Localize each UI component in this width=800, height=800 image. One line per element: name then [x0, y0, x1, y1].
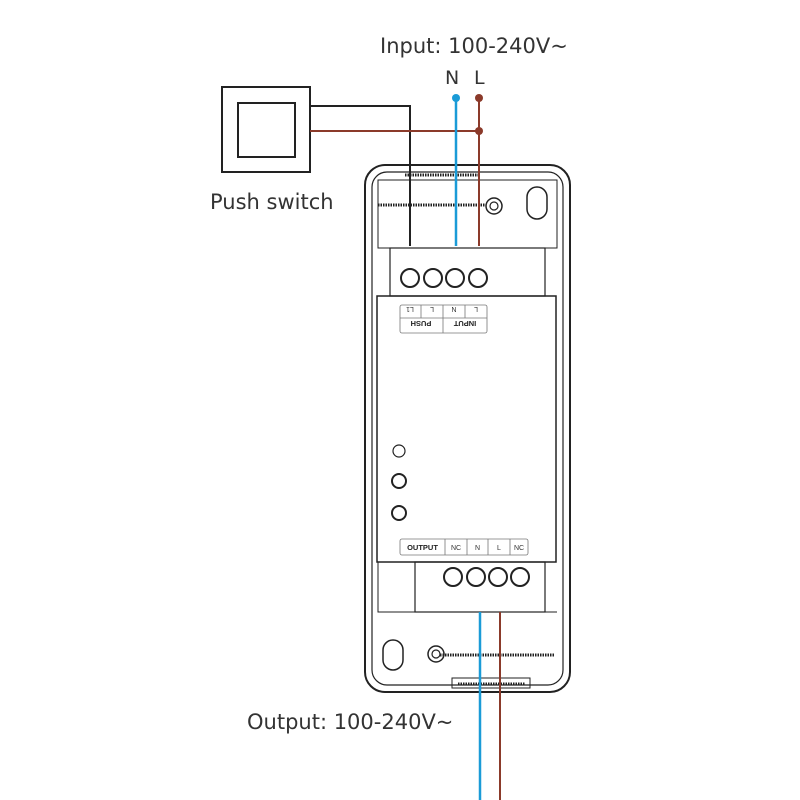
- device-case: [364, 164, 571, 693]
- output-terminal-label: OUTPUT NC N L NC: [399, 538, 529, 556]
- output-voltage-label: Output: 100-240V~: [247, 710, 453, 734]
- pin-label-l: L: [497, 545, 501, 552]
- pin-label-n: N: [475, 545, 480, 552]
- pin-label-l1: L1: [406, 305, 414, 312]
- group-label-input: INPUT: [453, 319, 476, 328]
- pin-label-nc: NC: [514, 545, 524, 552]
- push-switch: [221, 86, 311, 173]
- output-terminal-screws: [443, 567, 530, 587]
- live-terminal-dot: [475, 94, 483, 102]
- live-junction-dot: [475, 127, 483, 135]
- pin-label-nc: NC: [451, 545, 461, 552]
- pin-label-l: L: [430, 305, 434, 312]
- push-switch-label: Push switch: [210, 190, 334, 214]
- output-title: OUTPUT: [407, 543, 438, 552]
- input-terminal-label: L1 L N L PUSH INPUT: [399, 304, 488, 334]
- pin-label-l: L: [474, 305, 478, 312]
- input-voltage-label: Input: 100-240V~: [380, 34, 568, 58]
- group-label-push: PUSH: [411, 319, 432, 328]
- neutral-label: N: [445, 67, 459, 89]
- indicator-leds: [391, 444, 407, 521]
- pin-label-n: N: [451, 305, 456, 312]
- neutral-terminal-dot: [452, 94, 460, 102]
- switch-wire: [310, 105, 411, 246]
- input-terminal-screws: [400, 268, 488, 288]
- live-label: L: [474, 67, 485, 89]
